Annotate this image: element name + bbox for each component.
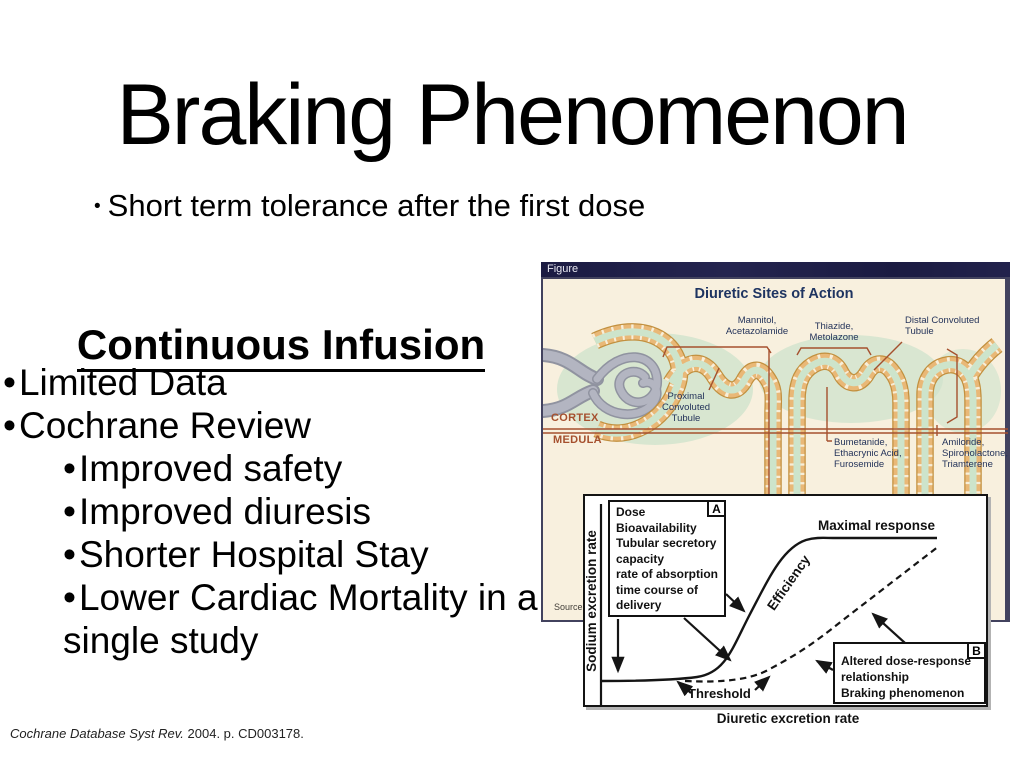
label-distal-convoluted: Distal Convoluted Tubule — [905, 315, 980, 337]
callout-box-a: A Dose Bioavailability Tubular secretory… — [608, 500, 726, 617]
badge-b: B — [967, 642, 986, 659]
arrow-threshold-left — [676, 680, 694, 697]
thiazide-bracket — [796, 347, 872, 356]
figure-source-note: Source — [554, 602, 583, 612]
list-item: •Lower Cardiac Mortality in a single stu… — [63, 577, 538, 661]
y-axis-label: Sodium excretion rate — [584, 530, 599, 672]
list-item: •Cochrane Review — [3, 405, 311, 446]
citation-rest: 2004. p. CD003178. — [183, 726, 304, 741]
figure-title: Diuretic Sites of Action — [694, 286, 854, 302]
graph-plot-area: Sodium excretion rate Maximal response E… — [583, 494, 988, 707]
diuretic-sites-figure: Figure — [541, 262, 1010, 622]
label-loop-drugs: Bumetanide, Ethacrynic Acid, Furosemide — [834, 437, 902, 470]
label-cortex: CORTEX — [551, 412, 599, 424]
bullet-list-level1: •Limited Data •Cochrane Review — [3, 361, 311, 447]
cortex-medulla-divider — [543, 428, 1008, 434]
glomerulus — [543, 348, 662, 420]
label-collecting-drugs: Amiloride, Spironolactone, Triamterene — [942, 437, 1009, 470]
label-proximal-convoluted: Proximal Convoluted Tubule — [661, 391, 711, 424]
label-medulla: MEDULA — [553, 434, 602, 446]
normal-response-curve — [600, 536, 937, 683]
distal-lead-line — [873, 341, 903, 371]
annotation-arrows — [611, 593, 906, 697]
bullet-dot-icon: • — [63, 491, 76, 532]
arrow-threshold-right — [754, 675, 771, 692]
badge-a: A — [707, 500, 726, 517]
label-thiazide: Thiazide, Metolazone — [809, 321, 859, 343]
citation-footnote: Cochrane Database Syst Rev. 2004. p. CD0… — [10, 726, 304, 741]
arrow-boxA-curve — [725, 593, 746, 613]
arrow-boxA-curvefoot — [683, 617, 732, 662]
bullet-dot-icon: • — [3, 362, 16, 403]
loop-drugs-pointer — [826, 387, 832, 442]
bullet-dot-icon: • — [63, 534, 76, 575]
callout-a-text: Dose Bioavailability Tubular secretory c… — [616, 505, 719, 612]
citation-journal: Cochrane Database Syst Rev. — [10, 726, 184, 741]
list-item: •Improved safety — [63, 448, 343, 489]
arrow-boxB-lower — [815, 659, 834, 674]
threshold-label: Threshold — [688, 686, 751, 701]
tubule-lumen — [593, 328, 1000, 617]
bullet-dot-icon: • — [63, 448, 76, 489]
x-axis-label: Diuretic excretion rate — [716, 711, 860, 726]
label-mannitol: Mannitol, Acetazolamide — [725, 315, 789, 337]
callout-b-text: Altered dose-response relationship Braki… — [841, 654, 972, 700]
intro-bullet-line: • Short term tolerance after the first do… — [94, 190, 645, 222]
altered-response-curve — [684, 545, 940, 683]
nephron-tubule — [591, 323, 1003, 617]
collecting-bracket — [946, 348, 958, 424]
bullet-dot-icon: • — [63, 577, 76, 618]
graph-canvas — [599, 504, 940, 705]
list-item: •Limited Data — [3, 362, 227, 403]
dose-response-graph: Sodium excretion rate Maximal response E… — [583, 494, 990, 726]
maximal-response-label: Maximal response — [818, 518, 936, 533]
nephron-diagram — [543, 323, 1008, 617]
list-item: •Improved diuresis — [63, 491, 371, 532]
section-heading: Continuous Infusion — [0, 321, 562, 372]
figure-header-label: Figure — [547, 263, 579, 275]
bullet-dot-icon: • — [3, 405, 16, 446]
proximal-convoluted-lead — [708, 367, 720, 391]
figure-header-bar: Figure — [541, 262, 1010, 277]
list-item: •Shorter Hospital Stay — [63, 534, 429, 575]
slide-title: Braking Phenomenon — [116, 67, 909, 163]
bullet-list-level2: •Improved safety •Improved diuresis •Sho… — [63, 447, 555, 662]
arrow-boxB-upper — [871, 612, 906, 644]
bullet-dot-icon: • — [94, 196, 101, 217]
figure-body: Diuretic Sites of Action Mannitol, Aceta… — [541, 277, 1010, 622]
callout-box-b: B Altered dose-response relationship Bra… — [833, 642, 986, 704]
intro-text: Short term tolerance after the first dos… — [107, 188, 646, 223]
